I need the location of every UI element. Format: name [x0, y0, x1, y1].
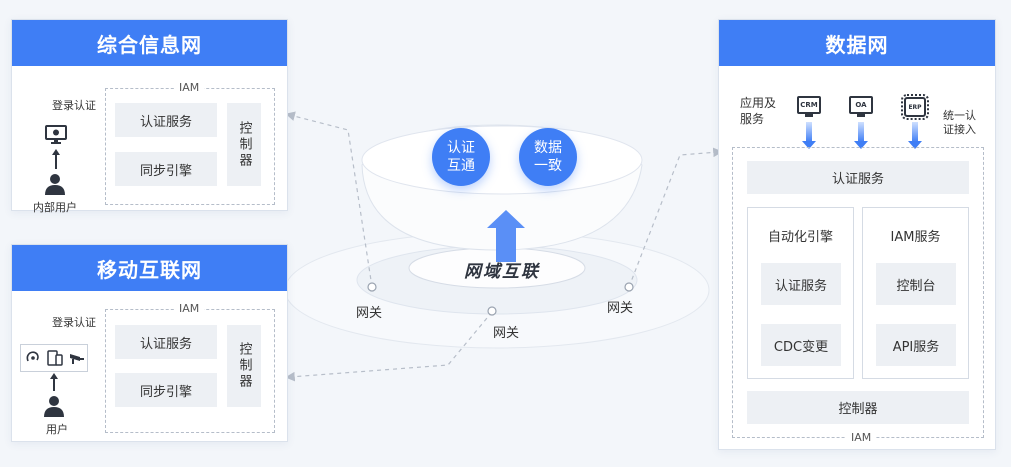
gateway-node-center — [487, 306, 497, 316]
gateway-node-left — [367, 282, 377, 292]
oa-icon-stand — [857, 114, 865, 117]
auth-interop-circle: 认证 互通 — [432, 128, 490, 186]
oa-icon-text: OA — [855, 101, 867, 109]
apps-and-services-text: 应用及服务 — [740, 96, 777, 126]
unified-auth-label: 统一认证接入 — [943, 109, 983, 137]
gateway-label-right: 网关 — [607, 301, 634, 316]
gateway-node-right — [624, 282, 634, 292]
automation-auth-service: 认证服务 — [761, 263, 841, 305]
automation-engine-box: 自动化引擎 认证服务 CDC变更 — [747, 207, 854, 379]
iam-api-service: API服务 — [876, 324, 956, 366]
up-arrow-small-icon — [52, 149, 60, 169]
data-consistency-line2: 一致 — [534, 158, 562, 174]
iam-service-box: IAM服务 控制台 API服务 — [862, 207, 969, 379]
mobile-internet-panel: 移动互联网 IAM 认证服务 同步引擎 控制器 登录认证 用户 — [11, 244, 288, 442]
auth-interop-line2: 互通 — [447, 158, 475, 174]
gateway-label-left: 网关 — [356, 306, 383, 321]
face-id-icon — [26, 351, 39, 362]
comprehensive-network-panel: 综合信息网 IAM 认证服务 同步引擎 控制器 登录认证 内部用户 — [11, 19, 288, 214]
erp-icon-text: ERP — [908, 103, 922, 111]
up-arrow-small-icon-mobile — [50, 373, 58, 391]
mobile-internet-title: 移动互联网 — [12, 245, 287, 291]
internal-user-label: 内部用户 — [33, 201, 77, 214]
crm-icon-stand — [805, 114, 813, 117]
crm-icon-text: CRM — [800, 101, 818, 109]
comprehensive-login-label: 登录认证 — [52, 99, 96, 112]
monitor-icon — [45, 125, 67, 144]
user-label: 用户 — [46, 423, 68, 436]
mobile-auth-service: 认证服务 — [115, 325, 217, 359]
data-network-title: 数据网 — [719, 20, 995, 66]
crm-down-arrow — [802, 122, 816, 149]
interconnect-label: 网域互联 — [464, 262, 540, 282]
internal-user-icon — [45, 174, 65, 195]
mobile-sync-engine: 同步引擎 — [115, 373, 217, 407]
data-consistency-circle: 数据 一致 — [519, 128, 577, 186]
erp-icon: ERP — [901, 94, 929, 120]
camera-icon — [70, 354, 84, 364]
bowl-rim — [361, 125, 643, 195]
automation-cdc-change: CDC变更 — [761, 324, 841, 366]
data-consistency-line1: 数据 — [534, 140, 562, 156]
automation-engine-title: 自动化引擎 — [767, 230, 833, 245]
crm-icon: CRM — [797, 96, 821, 114]
mobile-iam-label: IAM — [174, 303, 205, 315]
device-group — [20, 344, 88, 372]
iam-service-title: IAM服务 — [890, 230, 941, 245]
up-arrow-icon — [487, 210, 525, 262]
data-network-panel: 数据网 应用及服务 CRM OA ERP 统一认证接入 认证服务 自动化引擎 认… — [718, 19, 996, 450]
oa-down-arrow — [854, 122, 868, 149]
comprehensive-controller: 控制器 — [227, 103, 261, 186]
auth-interop-line1: 认证 — [447, 140, 475, 156]
comprehensive-network-title: 综合信息网 — [12, 20, 287, 66]
comprehensive-iam-label: IAM — [174, 82, 205, 94]
user-icon — [44, 396, 64, 417]
data-auth-service: 认证服务 — [747, 161, 969, 194]
data-iam-label: IAM — [846, 432, 877, 444]
unified-auth-text: 统一认证接入 — [943, 109, 976, 136]
comprehensive-auth-service: 认证服务 — [115, 103, 217, 137]
mobile-devices-icon — [47, 350, 63, 366]
data-controller: 控制器 — [747, 391, 969, 424]
mobile-login-label: 登录认证 — [52, 316, 96, 329]
iam-console: 控制台 — [876, 263, 956, 305]
oa-icon: OA — [849, 96, 873, 114]
mobile-controller: 控制器 — [227, 325, 261, 407]
apps-and-services-label: 应用及服务 — [740, 95, 776, 127]
erp-down-arrow — [908, 122, 922, 149]
comprehensive-sync-engine: 同步引擎 — [115, 152, 217, 186]
gateway-label-center: 网关 — [493, 326, 520, 341]
